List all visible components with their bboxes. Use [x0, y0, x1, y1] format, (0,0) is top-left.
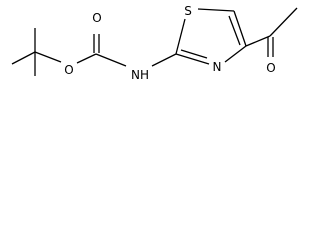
bond-thiazole-nitrogen-to-c2 — [175, 53, 210, 65]
bond-ester-oxygen-to-carbonyl-carbon — [76, 53, 97, 64]
bond-carbonyl-carbon-to-amide-nitrogen — [95, 53, 127, 67]
chemical-structure-diagram: O O NH S N O — [11, 4, 298, 82]
bond-acetyl-methyl — [269, 7, 298, 37]
bond-thiazole-c5-to-c4 — [233, 10, 247, 47]
atom-carbonyl-oxygen: O — [92, 11, 101, 25]
atom-ester-oxygen: O — [64, 63, 73, 77]
atom-thiazole-sulfur: S — [184, 4, 192, 18]
bond-amide-nitrogen-to-thiazole-c2 — [151, 53, 177, 67]
bond-thiazole-nitrogen-c2-double — [180, 49, 208, 59]
bond-c4-to-acetyl-carbon — [245, 35, 271, 47]
bond-thiazole-sulfur-to-c5 — [197, 8, 235, 12]
bond-tbu-to-ester-oxygen — [34, 51, 62, 63]
bond-thiazole-c4-to-nitrogen — [224, 45, 247, 63]
atom-thiazole-nitrogen: N — [213, 60, 222, 74]
atom-amide-nh: NH — [131, 68, 149, 82]
bond-thiazole-c2-to-sulfur — [175, 18, 186, 55]
atom-acetyl-oxygen: O — [266, 61, 275, 75]
bond-tbu-methyl-left — [11, 51, 36, 65]
bond-thiazole-c5-c4-double — [228, 15, 241, 46]
